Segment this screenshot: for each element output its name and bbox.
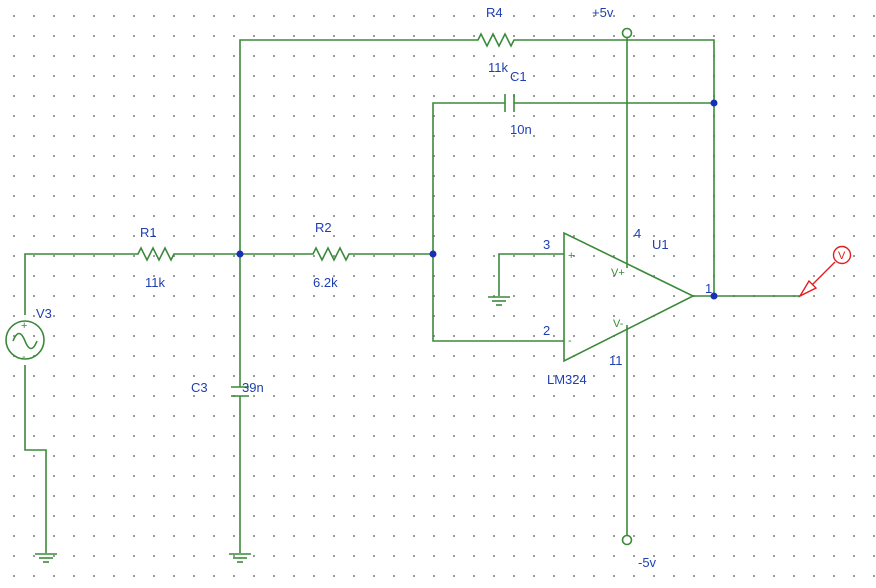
pin-11-label: 11	[609, 353, 623, 368]
resistor-r1[interactable]: R1 11k	[130, 225, 178, 290]
wire-r4-out	[523, 39, 715, 296]
v3-minus-sign: -	[22, 351, 26, 363]
probe-label: V	[838, 250, 846, 262]
r1-ref: R1	[140, 225, 157, 240]
r4-value: 11k	[488, 60, 508, 75]
resistor-r2[interactable]: R2 6.2k	[305, 220, 353, 290]
wire-nodeA-top	[239, 39, 470, 254]
c1-ref: C1	[510, 69, 527, 84]
probe-circle	[832, 245, 852, 265]
pin-2-label: 2	[543, 323, 550, 338]
resistor-r4-zigzag	[470, 32, 523, 48]
vneg-terminal-circle	[621, 534, 633, 546]
capacitor-c1[interactable]: C1 10n	[504, 69, 532, 137]
wire-nodeB-inv	[432, 254, 564, 342]
r1-value: 11k	[145, 275, 165, 290]
pin-4-label: 4	[634, 226, 641, 241]
opamp-plus-sign: +	[568, 250, 574, 262]
wire-v3-bottom	[24, 365, 47, 553]
voltage-probe[interactable]: V	[798, 245, 852, 298]
v3-ref: V3	[36, 306, 52, 321]
c3-ref: C3	[191, 380, 208, 395]
probe-stem	[811, 261, 836, 286]
vpos-terminal-circle	[621, 27, 633, 39]
voltage-source-v3[interactable]: + - V3	[5, 306, 52, 363]
ground-icon-opamp	[488, 296, 510, 306]
wires	[24, 38, 800, 553]
wire-noninv-gnd	[498, 253, 564, 296]
junction-node-a	[236, 250, 244, 258]
opamp-minus-sign: -	[568, 335, 572, 347]
c1-value: 10n	[510, 122, 532, 137]
u1-ref: U1	[652, 237, 669, 252]
junction-node-b	[429, 250, 437, 258]
opamp-vneg-label: V-	[613, 318, 624, 330]
power-pos-terminal[interactable]: +5v	[592, 5, 633, 39]
v3-body	[5, 320, 45, 360]
wire-v3-top	[24, 253, 130, 315]
vneg-label: -5v	[638, 555, 657, 570]
v3-plus-sign: +	[21, 320, 27, 332]
junction-output	[710, 292, 718, 300]
vpos-label: +5v	[592, 5, 614, 20]
c3-value: 39n	[242, 380, 264, 395]
pin-1-label: 1	[705, 281, 712, 296]
junction-feedback	[710, 99, 718, 107]
opamp-triangle	[563, 231, 695, 363]
resistor-r2-zigzag	[305, 246, 353, 262]
r2-ref: R2	[315, 220, 332, 235]
r2-value: 6.2k	[313, 275, 338, 290]
wire-nodeB-c1	[432, 102, 505, 254]
opamp-u1[interactable]: + - V+ V- 3 2 4 11 1 U1 LM324	[543, 226, 712, 387]
resistor-r1-zigzag	[130, 246, 178, 262]
resistor-r4[interactable]: R4 11k	[470, 5, 523, 75]
sine-wave-icon	[12, 332, 38, 350]
power-neg-terminal[interactable]: -5v	[621, 534, 657, 571]
ground-icon-c3	[229, 553, 251, 563]
r4-ref: R4	[486, 5, 503, 20]
u1-part: LM324	[547, 372, 587, 387]
ground-icon-v3	[35, 553, 57, 563]
capacitor-c3[interactable]: C3 39n	[191, 380, 264, 397]
pin-3-label: 3	[543, 237, 550, 252]
opamp-vpos-label: V+	[611, 267, 625, 279]
